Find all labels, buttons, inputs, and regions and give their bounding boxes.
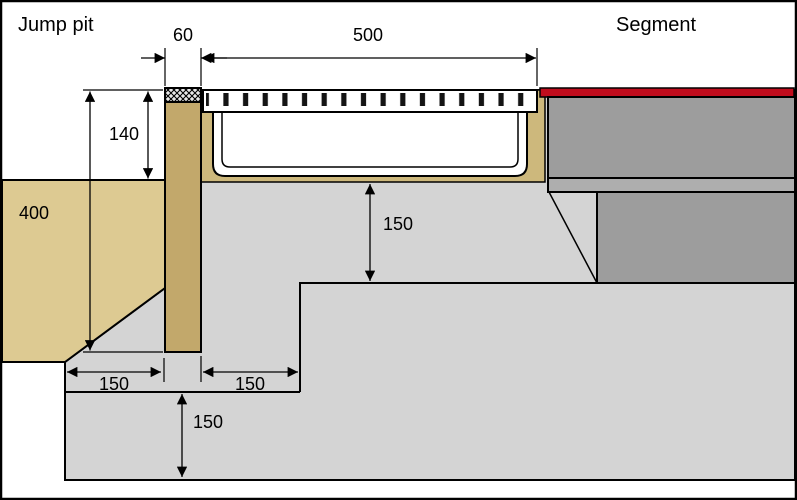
dim-label-400: 400 <box>19 203 49 223</box>
label-segment: Segment <box>616 14 696 36</box>
segment-joint-band <box>547 177 796 193</box>
dim-label-150-offset: 150 <box>235 374 265 394</box>
dim-board-exposure: 140 <box>83 89 163 181</box>
dim-label-150-mid: 150 <box>383 214 413 234</box>
label-jump-pit: Jump pit <box>18 14 94 36</box>
board-cap-hatch <box>164 87 202 103</box>
dim-label-150-left: 150 <box>99 374 129 394</box>
wooden-board <box>164 99 202 353</box>
dim-sand-toe: 150 <box>67 358 165 394</box>
foundation-step-edge <box>299 282 597 392</box>
dim-foundation-offset: 150 <box>200 356 298 394</box>
dim-label-60: 60 <box>173 25 193 45</box>
dim-pit-depth: 400 <box>19 91 163 353</box>
dim-channel-width: 500 <box>204 25 538 86</box>
track-surface-red-strip <box>539 87 795 98</box>
haunch-edge-line <box>548 191 598 284</box>
segment-block-lower <box>596 191 796 284</box>
drain-channel-body <box>212 111 528 177</box>
dim-label-150-slab: 150 <box>193 412 223 432</box>
drain-channel-inner-wall <box>221 112 519 168</box>
dim-foundation-height: 150 <box>364 184 413 281</box>
dim-slab-thickness: 150 <box>176 394 223 477</box>
channel-grate-bars <box>206 93 534 106</box>
dim-label-500: 500 <box>353 25 383 45</box>
dim-label-140: 140 <box>109 124 139 144</box>
segment-block-upper <box>547 96 796 179</box>
